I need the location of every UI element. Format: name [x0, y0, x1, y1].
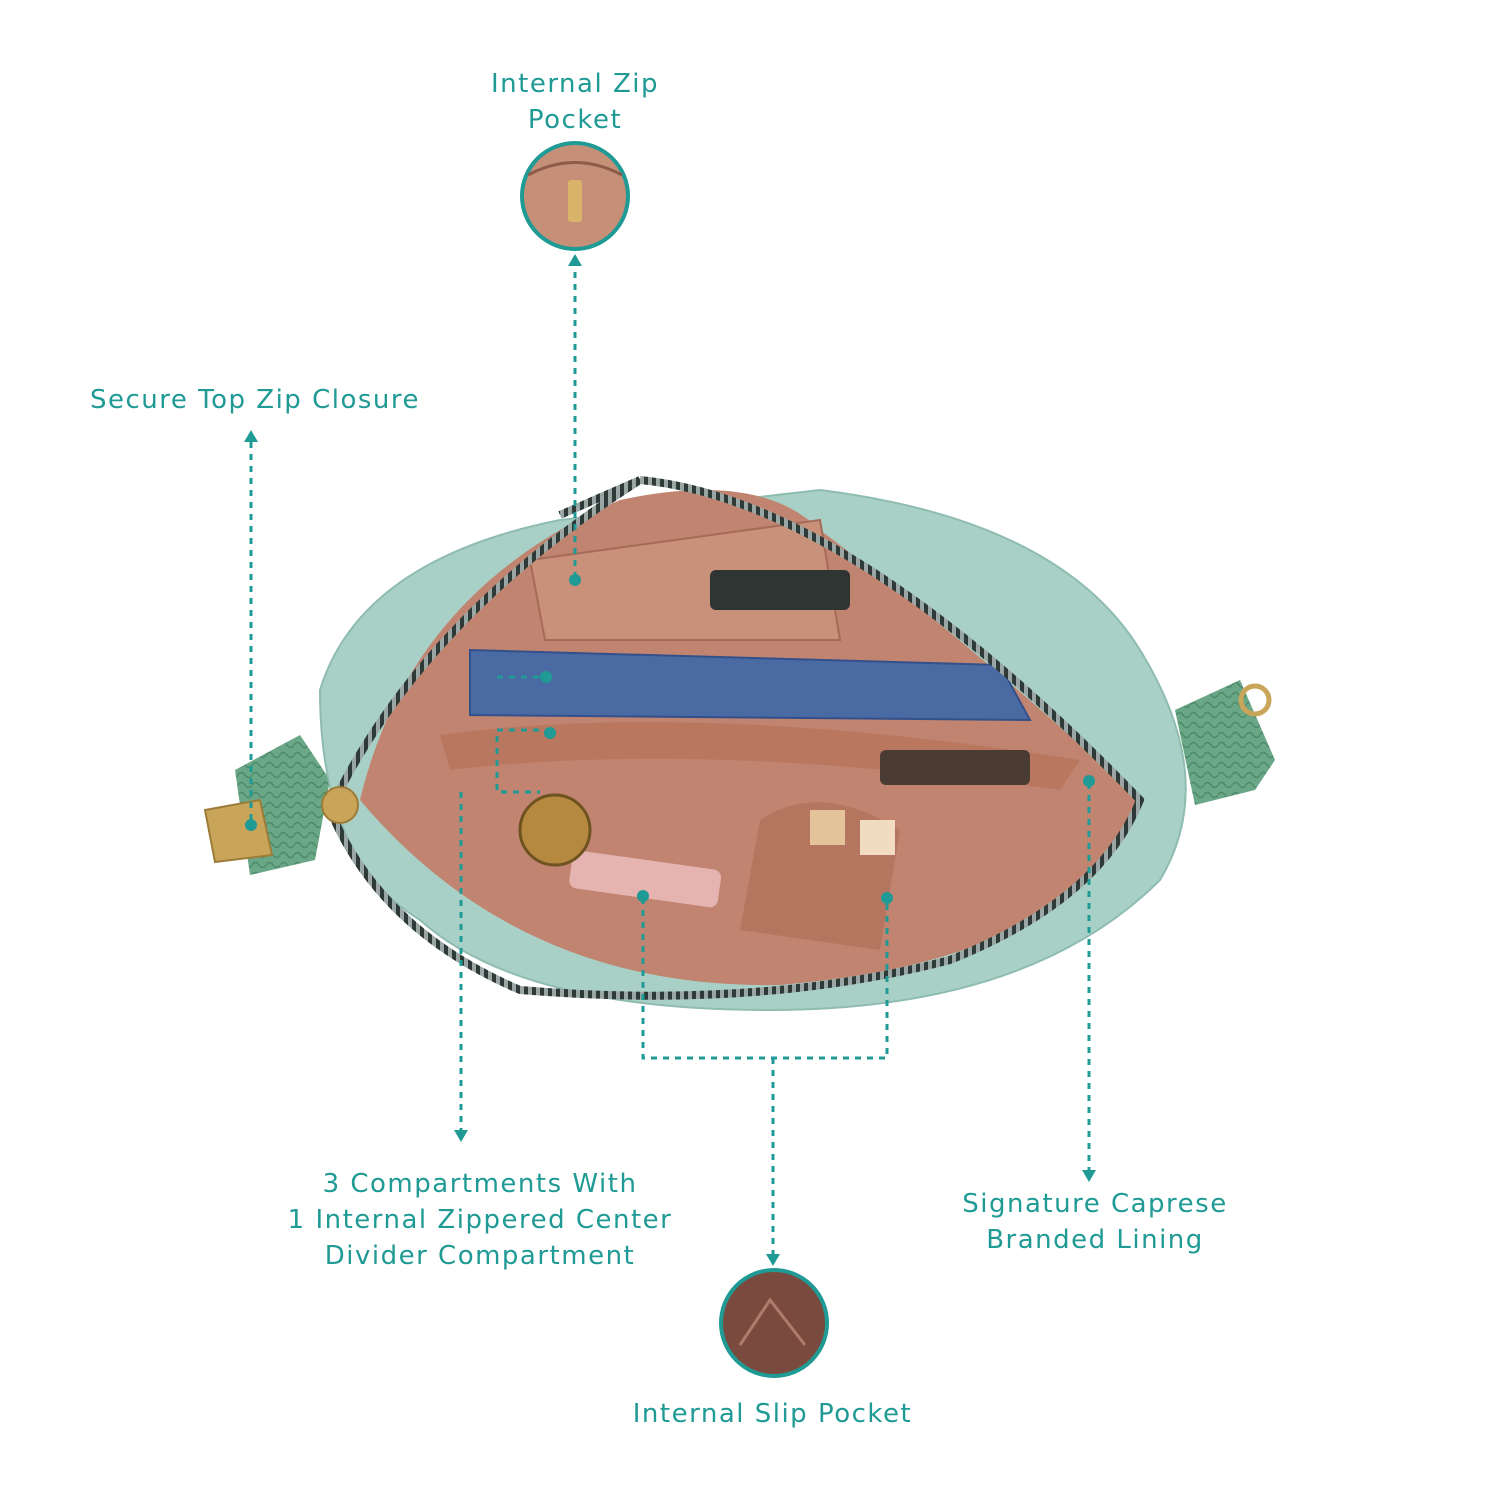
phone-dark [710, 570, 850, 610]
compartments-label: 3 Compartments With 1 Internal Zippered … [240, 1166, 720, 1274]
strap-ring-right [1238, 683, 1272, 717]
compact-mirror [518, 793, 592, 867]
wallet [880, 750, 1030, 785]
top-zipper [326, 476, 643, 812]
gold-cube-2 [860, 820, 895, 855]
secure-top-zip-label: Secure Top Zip Closure [89, 385, 421, 415]
internal-zip-pocket-line-1: Internal Zip [490, 69, 659, 99]
main-zipper [326, 476, 1145, 1000]
compartments-line-3: Divider Compartment [324, 1241, 636, 1271]
internal-slip-pocket-label: Internal Slip Pocket [632, 1399, 913, 1429]
internal-zip-pocket-label: Internal Zip Pocket [420, 66, 730, 138]
phone-pink [569, 850, 722, 908]
signature-lining-line-1: Signature Caprese [962, 1189, 1228, 1219]
gold-cube-1 [810, 810, 845, 845]
zip-slider [321, 786, 359, 824]
notebook [469, 648, 1032, 722]
internal-zip-pocket-line-2: Pocket [527, 105, 623, 135]
callout-dots [245, 574, 1095, 904]
zip-puller-left [203, 798, 274, 864]
zip-pocket-closeup [520, 141, 630, 251]
slip-pocket-closeup [719, 1268, 829, 1378]
signature-lining-line-2: Branded Lining [986, 1225, 1204, 1255]
compartments-line-1: 3 Compartments With [322, 1169, 638, 1199]
compartments-line-2: 1 Internal Zippered Center [287, 1205, 673, 1235]
signature-lining-label: Signature Caprese Branded Lining [930, 1186, 1260, 1258]
arrow-heads [244, 254, 1096, 1266]
callout-lines [249, 262, 1091, 1256]
right-strap [1175, 680, 1275, 805]
